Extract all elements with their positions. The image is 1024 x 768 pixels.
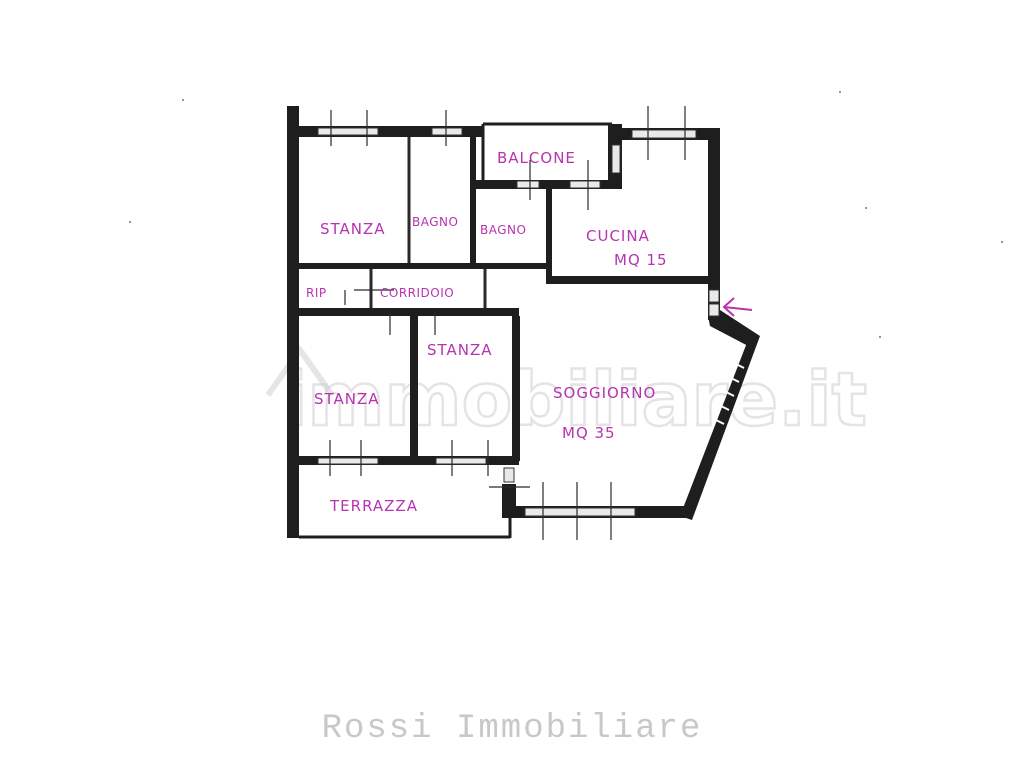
- room-label-corridoio: CORRIDOIO: [380, 286, 454, 300]
- windows: [317, 127, 745, 517]
- room-label-bagno-2: BAGNO: [480, 223, 526, 237]
- room-labels: STANZA BAGNO BAGNO BALCONE CUCINA MQ 15 …: [306, 149, 668, 515]
- scan-specks: [129, 91, 1003, 338]
- watermark-house-icon: [265, 344, 335, 397]
- entrance-arrow-icon: [722, 297, 753, 317]
- outer-walls: [287, 106, 760, 539]
- room-label-stanza-top-left: STANZA: [320, 220, 386, 238]
- room-label-stanza-bottom-middle: STANZA: [427, 341, 493, 359]
- room-area-soggiorno: MQ 35: [562, 424, 616, 442]
- room-area-cucina: MQ 15: [614, 251, 668, 269]
- interior-walls: [299, 137, 710, 518]
- watermark: immobiliare.it: [265, 344, 868, 444]
- room-label-stanza-bottom-left: STANZA: [314, 390, 380, 408]
- room-label-balcone: BALCONE: [497, 149, 576, 167]
- room-label-ripostiglio: RIP: [306, 286, 327, 300]
- agency-footer: Rossi Immobiliare: [321, 710, 703, 748]
- room-label-cucina: CUCINA: [586, 227, 650, 245]
- watermark-text: immobiliare.it: [282, 357, 867, 443]
- room-label-terrazza: TERRAZZA: [329, 497, 418, 515]
- room-label-bagno-1: BAGNO: [412, 215, 458, 229]
- room-label-soggiorno: SOGGIORNO: [553, 384, 656, 402]
- measure-ticks: [329, 106, 686, 540]
